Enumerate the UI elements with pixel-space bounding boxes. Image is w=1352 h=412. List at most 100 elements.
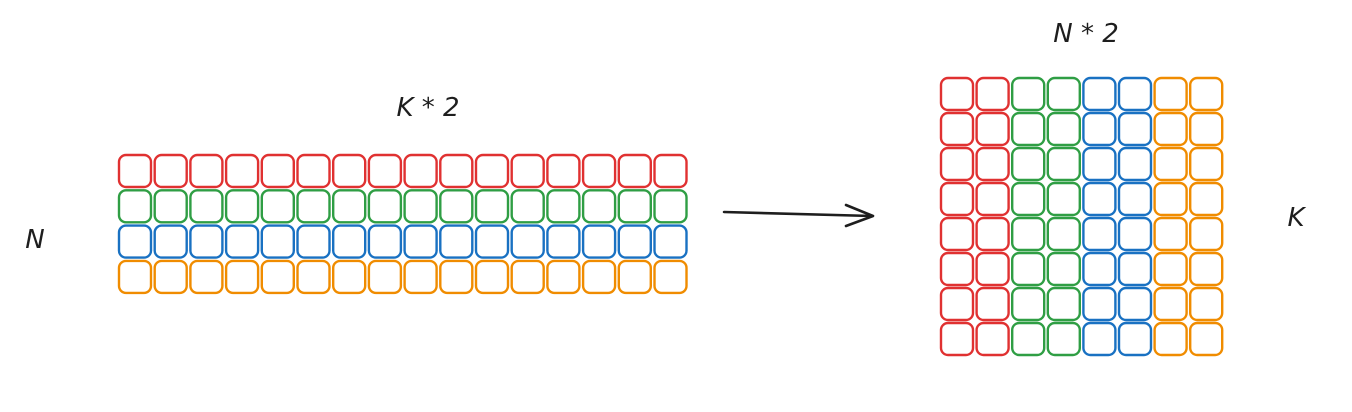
right-matrix-side-label: K [1287, 203, 1306, 233]
left-matrix-cell [474, 189, 510, 224]
right-matrix-cell [1046, 146, 1082, 182]
left-matrix-cell [474, 224, 510, 259]
left-matrix-cell [296, 189, 331, 224]
left-matrix-cell [439, 224, 474, 259]
left-matrix-cell [332, 189, 367, 224]
left-matrix-cell [117, 259, 153, 295]
left-matrix-cell [332, 224, 367, 259]
right-matrix-cell [975, 286, 1010, 322]
left-matrix-cell [296, 153, 331, 189]
right-matrix-cell [1153, 286, 1188, 322]
left-matrix-cell [581, 224, 617, 259]
right-matrix-cell [1011, 181, 1046, 217]
right-matrix-cell [975, 216, 1010, 252]
left-matrix-cell [617, 153, 652, 189]
left-matrix-cell [367, 259, 403, 295]
right-matrix-cell [1082, 286, 1117, 322]
right-matrix-cell [1011, 251, 1046, 287]
right-matrix-cell [1117, 146, 1153, 182]
right-matrix-cell [975, 181, 1010, 217]
right-matrix-cell [1046, 181, 1082, 217]
right-matrix-cell [1082, 321, 1117, 357]
right-matrix-cell [939, 111, 975, 147]
left-matrix-cell [224, 224, 260, 259]
right-matrix-cell [975, 146, 1010, 182]
right-matrix-cell [939, 251, 975, 287]
left-matrix-cell [332, 259, 367, 295]
left-matrix-cell [260, 153, 295, 189]
left-matrix-cell [153, 189, 188, 224]
left-matrix-cell [510, 224, 545, 259]
left-matrix-cell [189, 259, 224, 295]
right-matrix-cell [1117, 251, 1153, 287]
left-matrix-cell [546, 259, 581, 295]
right-matrix-cell [1117, 216, 1153, 252]
right-matrix-cell [1153, 76, 1188, 112]
right-matrix-cell [1011, 111, 1046, 147]
left-matrix-cell [367, 224, 403, 259]
left-matrix-cell [153, 153, 188, 189]
left-matrix-cell [117, 189, 153, 224]
right-matrix-cell [975, 251, 1010, 287]
arrow-shaft [722, 210, 874, 218]
right-matrix-cell [1117, 286, 1153, 322]
left-matrix-cell [617, 259, 652, 295]
left-matrix-cell [403, 189, 438, 224]
right-matrix-cell [1188, 216, 1224, 252]
right-matrix-cell [939, 146, 975, 182]
right-matrix-cell [1046, 216, 1082, 252]
left-matrix-cell [474, 153, 510, 189]
right-matrix-top-label: N * 2 [1053, 19, 1119, 49]
left-matrix-cell [581, 153, 617, 189]
right-matrix-cell [1082, 146, 1117, 182]
left-matrix-cell [153, 224, 188, 259]
right-matrix-cell [1011, 146, 1046, 182]
left-matrix-cell [367, 153, 403, 189]
right-matrix-cell [1082, 111, 1117, 147]
left-matrix-cell [403, 259, 438, 295]
right-matrix-cell [1046, 321, 1082, 357]
left-matrix-side-label: N [25, 225, 44, 255]
left-matrix-cell [189, 153, 224, 189]
right-matrix-cell [1046, 76, 1082, 112]
left-matrix-cell [260, 189, 295, 224]
right-matrix [939, 76, 1224, 357]
arrow-head [844, 203, 875, 228]
left-matrix-cell [653, 189, 688, 224]
left-matrix-cell [581, 259, 617, 295]
right-matrix-cell [1082, 251, 1117, 287]
left-matrix-cell [653, 224, 688, 259]
left-matrix-cell [403, 224, 438, 259]
left-matrix-cell [653, 153, 688, 189]
left-matrix-cell [474, 259, 510, 295]
left-matrix-cell [617, 189, 652, 224]
right-matrix-cell [1153, 216, 1188, 252]
right-matrix-cell [975, 111, 1010, 147]
right-matrix-cell [939, 76, 975, 112]
right-matrix-cell [1188, 76, 1224, 112]
right-matrix-cell [1188, 321, 1224, 357]
right-matrix-cell [1153, 146, 1188, 182]
left-matrix-cell [510, 153, 545, 189]
right-matrix-cell [975, 76, 1010, 112]
right-matrix-cell [1117, 76, 1153, 112]
left-matrix-cell [439, 189, 474, 224]
right-matrix-cell [1011, 321, 1046, 357]
left-matrix-cell [153, 259, 188, 295]
right-matrix-cell [1153, 321, 1188, 357]
right-matrix-cell [975, 321, 1010, 357]
left-matrix-cell [117, 153, 153, 189]
right-matrix-cell [1082, 76, 1117, 112]
left-matrix-top-label: K * 2 [396, 93, 459, 123]
right-matrix-cell [1117, 321, 1153, 357]
left-matrix-cell [296, 259, 331, 295]
right-matrix-cell [939, 286, 975, 322]
left-matrix-cell [653, 259, 688, 295]
right-matrix-cell [1117, 181, 1153, 217]
left-matrix-cell [510, 189, 545, 224]
right-matrix-cell [1046, 111, 1082, 147]
left-matrix-cell [260, 224, 295, 259]
left-matrix-cell [296, 224, 331, 259]
right-matrix-cell [1011, 76, 1046, 112]
